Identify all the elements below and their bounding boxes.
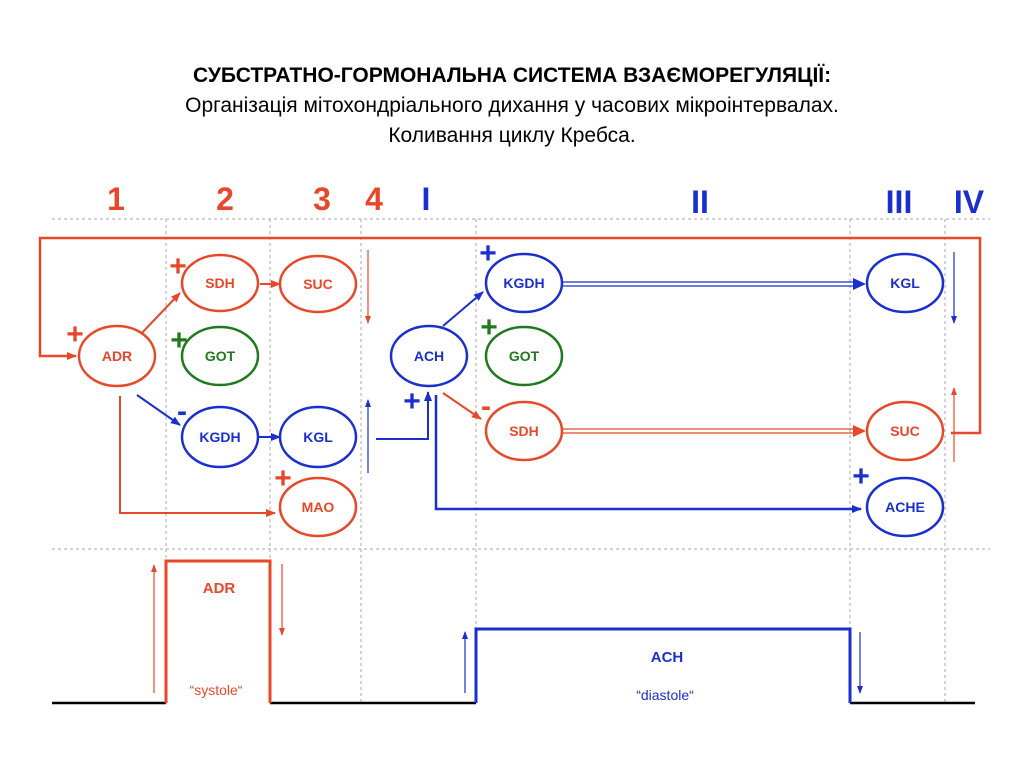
node-suc-left bbox=[278, 254, 358, 314]
node-kgl-left bbox=[278, 405, 358, 469]
phase-label-3: 3 bbox=[313, 181, 331, 217]
label-sdh-left: SDH bbox=[205, 275, 235, 291]
phase-label-1: 1 bbox=[107, 181, 125, 217]
title-line-1: СУБСТРАТНО-ГОРМОНАЛЬНА СИСТЕМА ВЗАЄМОРЕГ… bbox=[192, 64, 832, 87]
label-suc-left: SUC bbox=[303, 276, 333, 292]
title-line-2: Організація мітохондріального дихання у … bbox=[185, 94, 839, 117]
label-suc-right: SUC bbox=[890, 423, 920, 439]
node-suc-right bbox=[865, 400, 945, 462]
arrow-ach-to-ache bbox=[434, 395, 862, 513]
arrow-ach-to-kgdh bbox=[442, 291, 484, 327]
label-mao: MAO bbox=[302, 499, 335, 515]
arrow-adr-to-kgdh bbox=[136, 394, 181, 426]
sign-mao: + bbox=[274, 462, 292, 495]
node-adr bbox=[77, 324, 157, 388]
sign-adr: + bbox=[66, 318, 84, 351]
node-kgdh-left bbox=[180, 405, 260, 469]
sign-ache: + bbox=[852, 460, 870, 493]
label-ach: ACH bbox=[414, 348, 444, 364]
sign-kgdh-left: - bbox=[177, 395, 187, 428]
sign-kgdh-right: + bbox=[479, 237, 497, 270]
label-adr: ADR bbox=[102, 348, 132, 364]
node-sdh-right bbox=[484, 400, 564, 462]
arrow-ach-to-sdh bbox=[442, 392, 482, 420]
phase-label-I: I bbox=[422, 181, 431, 217]
node-kgdh-right bbox=[484, 252, 564, 314]
sign-sdh-left: + bbox=[169, 250, 187, 283]
label-kgl-right: KGL bbox=[890, 275, 920, 291]
title-line-3: Коливання циклу Кребса. bbox=[388, 124, 636, 147]
phase-label-2: 2 bbox=[216, 181, 234, 217]
node-ache bbox=[865, 476, 945, 538]
label-kgdh-left: KGDH bbox=[199, 429, 240, 445]
sign-ach-input: + bbox=[403, 385, 421, 418]
sign-got-right: + bbox=[480, 311, 498, 344]
phase-label-III: III bbox=[886, 184, 913, 220]
label-got-left: GOT bbox=[205, 348, 236, 364]
node-mao bbox=[278, 476, 358, 538]
wave-diastole-label: “diastole“ bbox=[636, 687, 694, 703]
label-got-right: GOT bbox=[509, 348, 540, 364]
arrow-sdh-to-suc-long bbox=[563, 425, 866, 437]
node-got-left bbox=[180, 325, 260, 387]
wave-ach-label: ACH bbox=[651, 649, 684, 666]
node-sdh-left bbox=[180, 253, 260, 313]
arrow-adr-to-mao bbox=[119, 396, 276, 517]
arrow-kgdh-to-kgl-long bbox=[563, 278, 866, 290]
phase-label-4: 4 bbox=[365, 181, 383, 217]
ach-pulse bbox=[474, 627, 852, 703]
phase-label-IV: IV bbox=[954, 184, 985, 220]
node-got-right bbox=[484, 325, 564, 387]
node-kgl-right bbox=[865, 252, 945, 314]
arrow-adr-to-sdh bbox=[138, 292, 181, 337]
adr-pulse bbox=[164, 559, 272, 703]
sign-got-left: + bbox=[170, 324, 188, 357]
feedback-loop-arrow bbox=[38, 236, 982, 435]
label-kgdh-right: KGDH bbox=[503, 275, 544, 291]
sign-sdh-right: - bbox=[481, 390, 491, 423]
phase-label-II: II bbox=[691, 184, 709, 220]
arrow-kgl-to-ach bbox=[376, 391, 432, 440]
label-sdh-right: SDH bbox=[509, 423, 539, 439]
label-ache: ACHE bbox=[885, 499, 925, 515]
node-ach bbox=[389, 324, 469, 388]
label-kgl-left: KGL bbox=[303, 429, 333, 445]
wave-adr-label: ADR bbox=[203, 580, 236, 597]
wave-systole-label: “systole“ bbox=[190, 682, 243, 698]
